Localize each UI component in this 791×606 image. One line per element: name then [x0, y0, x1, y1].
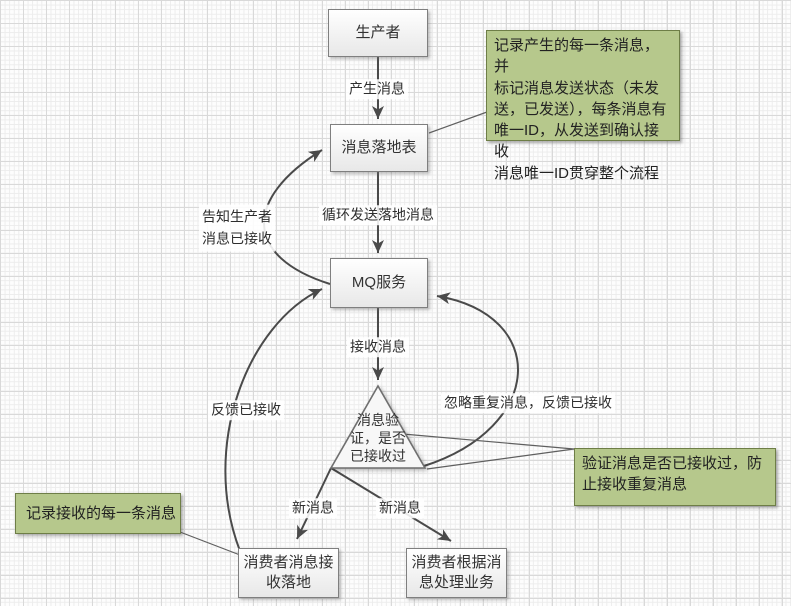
- note-produce-connector-line: [428, 111, 488, 134]
- node-producer: 生产者: [328, 9, 428, 57]
- note-record-produced: 记录产生的每一条消息，并 标记消息发送状态（未发 送，已发送），每条消息有 唯一…: [486, 30, 680, 182]
- edge-label-feedback: 反馈已接收: [208, 400, 284, 420]
- note-record-received: 记录接收的每一条消息: [15, 493, 181, 534]
- note-verify-connector-line-upper: [402, 433, 575, 450]
- edge-label-notify-producer: 告知生产者 消息已接收: [199, 204, 275, 252]
- ignore-duplicate-curve-arrow: [423, 292, 519, 467]
- node-consumer-receive: 消费者消息接收落地: [238, 548, 339, 598]
- edge-label-ignore-duplicate: 忽略重复消息，反馈已接收: [441, 393, 615, 413]
- node-mq-service: MQ服务: [330, 258, 428, 308]
- verify-triangle: [329, 384, 427, 469]
- note-verify-connector-line-lower: [426, 448, 575, 470]
- note-verify-received: 验证消息是否已接收过，防 止接收重复消息: [574, 448, 776, 506]
- note-record-connector-line: [179, 531, 241, 556]
- edge-label-produce: 产生消息: [346, 79, 408, 99]
- node-consumer-process: 消费者根据消息处理业务: [406, 548, 507, 598]
- edge-label-new-message-right: 新消息: [376, 498, 424, 518]
- node-verify-label: 消息验 证，是否 已接收过: [350, 412, 406, 465]
- edge-label-loop-send: 循环发送落地消息: [319, 205, 437, 225]
- node-landing-table: 消息落地表: [330, 124, 428, 172]
- edge-label-receive: 接收消息: [347, 337, 409, 357]
- feedback-received-curve-arrow: [224, 288, 323, 552]
- edge-label-new-message-left: 新消息: [289, 498, 337, 518]
